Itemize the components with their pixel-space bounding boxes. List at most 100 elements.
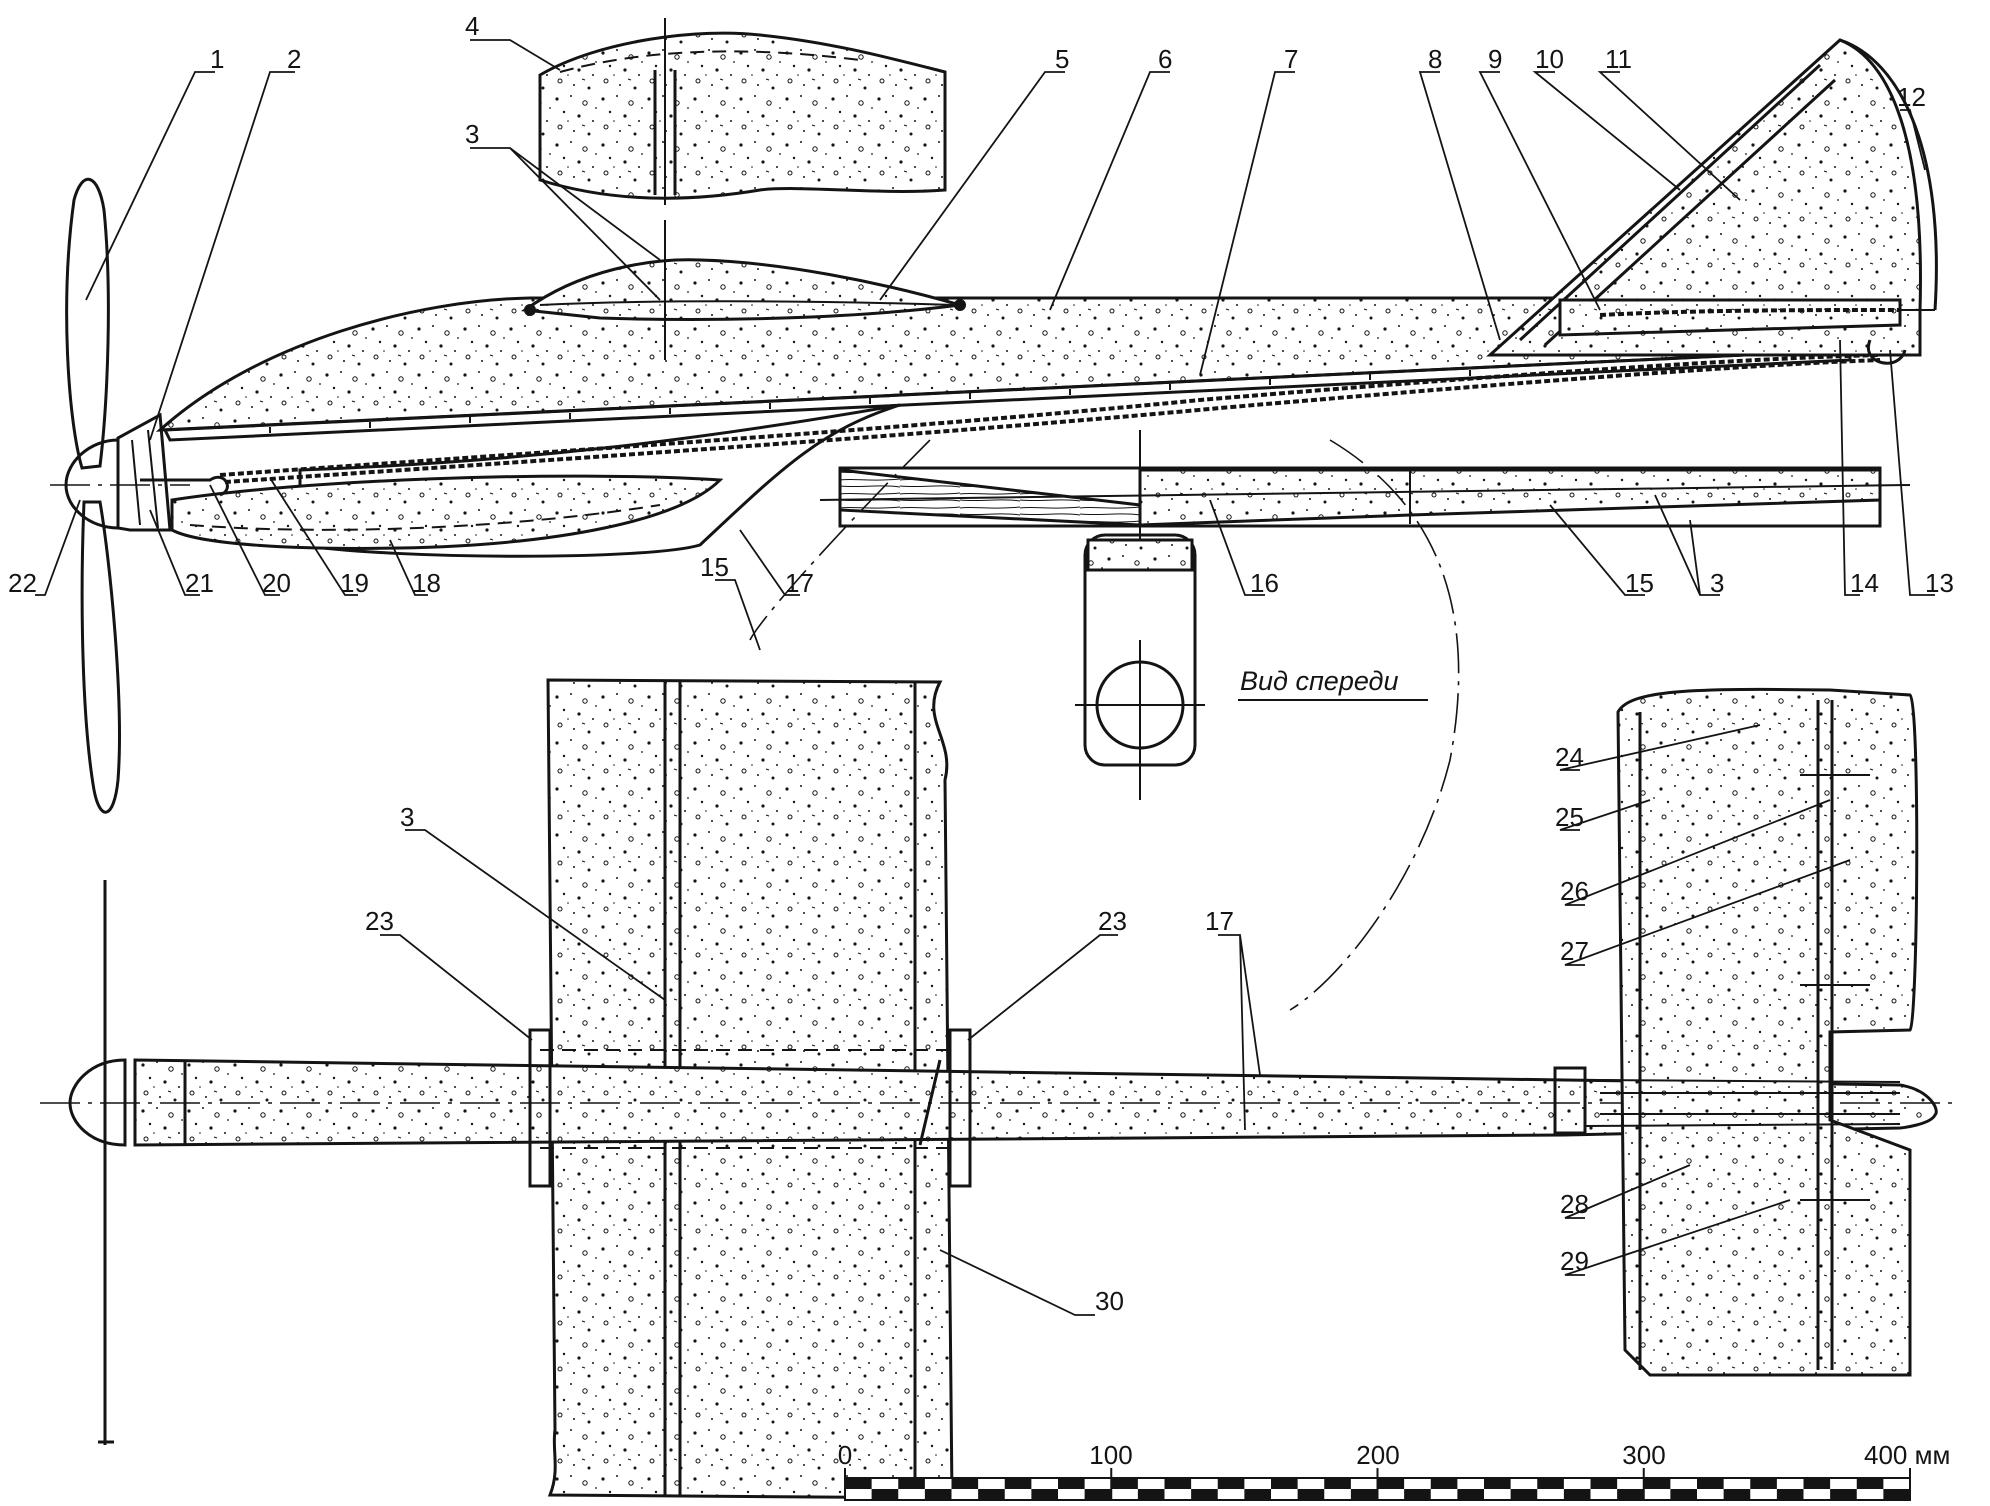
front-hook — [140, 475, 229, 497]
callout-14: 14 — [1850, 568, 1879, 598]
motor-stick-ticks — [269, 370, 1471, 433]
scale-segment — [951, 1478, 979, 1489]
wing-tip-dashed — [559, 50, 861, 73]
callout-10: 10 — [1535, 44, 1564, 74]
callout-3b: 3 — [400, 802, 414, 832]
callout-27: 27 — [1560, 936, 1589, 966]
scale-segment — [1430, 1478, 1458, 1489]
callout-21: 21 — [185, 568, 214, 598]
scale-segment — [1883, 1489, 1910, 1500]
scale-label-0: 0 — [838, 1440, 852, 1470]
callout-23b: 23 — [1098, 906, 1127, 936]
callout-16: 16 — [1250, 568, 1279, 598]
scale-segment — [1084, 1489, 1112, 1500]
scale-segment — [1670, 1489, 1697, 1500]
scale-label-300: 300 — [1622, 1440, 1665, 1470]
scale-segment — [1856, 1478, 1884, 1489]
callout-22: 22 — [8, 568, 37, 598]
scale-segment — [1803, 1478, 1831, 1489]
callout-15a: 15 — [1625, 568, 1654, 598]
callout-20: 20 — [262, 568, 291, 598]
callout-29: 29 — [1560, 1246, 1589, 1276]
front-view — [749, 430, 1911, 1011]
fairing-dashed — [189, 504, 661, 531]
top-view — [40, 678, 1960, 1500]
callout-26: 26 — [1560, 876, 1589, 906]
scale-segment — [924, 1489, 952, 1500]
scale-segment — [1324, 1478, 1351, 1489]
scale-segment — [1058, 1478, 1085, 1489]
callout-2: 2 — [287, 44, 301, 74]
wing-mount-dashed — [540, 1049, 955, 1149]
propeller-side — [65, 178, 110, 470]
scale-segment — [1830, 1489, 1857, 1500]
scale-segment — [871, 1489, 899, 1500]
callout-4: 4 — [465, 11, 479, 41]
callout-5: 5 — [1055, 44, 1069, 74]
scale-segment — [1004, 1478, 1032, 1489]
scale-label-200: 200 — [1356, 1440, 1399, 1470]
callout-18: 18 — [412, 568, 441, 598]
scale-segment — [1164, 1478, 1192, 1489]
front-view-caption: Вид спереди — [1240, 666, 1399, 696]
scale-segment — [1031, 1489, 1058, 1500]
fuselage-keel — [298, 403, 901, 558]
scale-segment — [1617, 1489, 1644, 1500]
scale-label-100: 100 — [1089, 1440, 1132, 1470]
callout-7: 7 — [1284, 44, 1298, 74]
stabilizer-top — [1616, 687, 1919, 1377]
scale-segment — [1217, 1478, 1245, 1489]
front-wing-outline — [838, 466, 1882, 528]
side-view — [50, 38, 1938, 814]
front-arc-right — [1289, 439, 1460, 1011]
scale-segment — [1111, 1478, 1138, 1489]
scale-segment — [1297, 1489, 1325, 1500]
callout-8: 8 — [1428, 44, 1442, 74]
scale-segment — [845, 1478, 872, 1489]
callout-28: 28 — [1560, 1189, 1589, 1219]
callout-11: 11 — [1605, 44, 1632, 74]
scale-segment — [1563, 1489, 1591, 1500]
scale-segment — [1643, 1478, 1671, 1489]
front-wing-right — [1138, 468, 1882, 527]
callout-1: 1 — [210, 44, 224, 74]
scale-segment — [1723, 1489, 1751, 1500]
callout-19: 19 — [340, 568, 369, 598]
callout-23a: 23 — [365, 906, 394, 936]
scale-segments — [844, 1468, 1911, 1500]
wing-mount-rear — [954, 299, 966, 311]
scale-segment — [1510, 1489, 1538, 1500]
callout-17b: 17 — [1205, 906, 1234, 936]
scale-segment — [1404, 1489, 1431, 1500]
scale-segment — [898, 1478, 925, 1489]
scale-segment — [1484, 1478, 1511, 1489]
boom-rails — [1584, 1079, 1901, 1127]
callout-3c: 3 — [1710, 568, 1724, 598]
scale-segment — [1271, 1478, 1298, 1489]
scale-segment — [1350, 1489, 1378, 1500]
wing-section-chord — [539, 300, 956, 306]
boom-collar — [1553, 1066, 1587, 1135]
scale-segment — [1697, 1478, 1724, 1489]
scale-segment — [978, 1489, 1005, 1500]
callout-3a: 3 — [465, 119, 479, 149]
callout-13: 13 — [1925, 568, 1954, 598]
propeller-lower-blade — [80, 500, 121, 814]
callout-25: 25 — [1555, 802, 1584, 832]
front-arc-left — [749, 439, 931, 641]
scale-bar: 0 100 200 300 400 мм — [838, 1440, 1950, 1501]
callouts: 1 2 4 3 5 6 7 8 9 10 11 12 13 14 3 15 16… — [8, 11, 1954, 1316]
scale-segment — [1590, 1478, 1618, 1489]
scale-segment — [1137, 1489, 1165, 1500]
wing-section-side — [520, 258, 961, 321]
wing-tip-detail — [538, 18, 947, 205]
stab-hinge-stitches — [1800, 774, 1870, 1201]
lower-fairing — [170, 474, 724, 550]
front-axis — [819, 484, 1911, 501]
wing-pin-right — [948, 1028, 972, 1188]
nose-block — [116, 412, 172, 532]
rubber-motor-2 — [224, 358, 1881, 484]
callout-17a: 17 — [785, 568, 814, 598]
scale-segment — [1191, 1489, 1218, 1500]
